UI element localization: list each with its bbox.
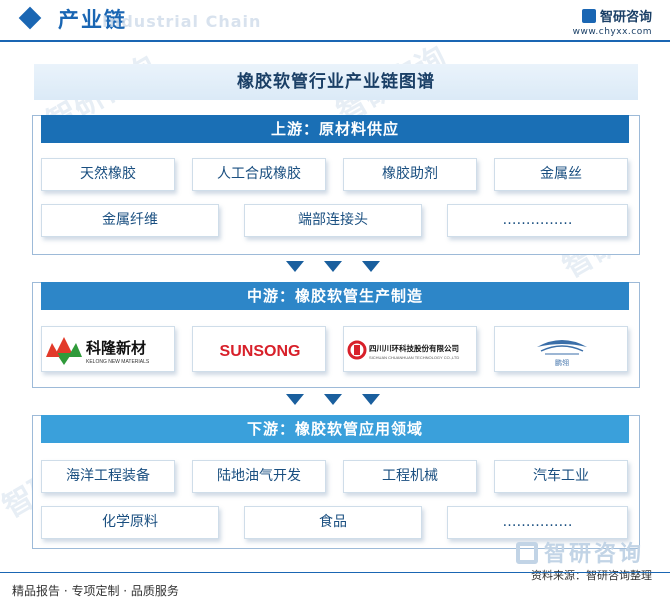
arrow-down-icon — [286, 261, 304, 272]
pengling-emblem-icon — [537, 340, 587, 355]
arrow-down-icon — [362, 261, 380, 272]
chuanhuan-sub: SICHUAN CHUANHUAN TECHNOLOGY CO.,LTD — [369, 355, 459, 360]
header-divider — [0, 40, 670, 42]
arrow-down-icon — [324, 261, 342, 272]
diamond-icon — [18, 6, 42, 30]
upstream-section: 上游：原材料供应 天然橡胶 人工合成橡胶 橡胶助剂 金属丝 金属纤维 端部连接头… — [32, 115, 640, 255]
chuanhuan-emblem-icon — [347, 340, 367, 360]
footer-tagline: 精品报告 · 专项定制 · 品质服务 — [12, 584, 179, 598]
diagram-title: 橡胶软管行业产业链图谱 — [34, 64, 638, 100]
source-note: 资料来源：智研咨询整理 — [531, 569, 652, 582]
kelong-emblem-icon — [46, 337, 82, 365]
brand-url: www.chyxx.com — [572, 27, 652, 37]
upstream-item: …………… — [447, 204, 628, 237]
downstream-item: 化学原料 — [41, 506, 219, 539]
flow-arrows — [286, 261, 386, 275]
upstream-item: 天然橡胶 — [41, 158, 175, 191]
upstream-item: 人工合成橡胶 — [192, 158, 326, 191]
downstream-item: …………… — [447, 506, 628, 539]
brand-mark-icon — [581, 9, 596, 23]
pengling-name: 鹏翎 — [555, 358, 569, 367]
brand-watermark-text: 智研咨询 — [543, 542, 644, 567]
downstream-item: 食品 — [244, 506, 422, 539]
downstream-item: 陆地油气开发 — [192, 460, 326, 493]
company-logo-sunsong: SUNSONG — [192, 326, 326, 372]
page-subtitle-en: Industrial Chain — [102, 12, 262, 31]
company-logo-pengling: 鹏翎 — [494, 326, 628, 372]
arrow-down-icon — [286, 394, 304, 405]
kelong-sub: KELONG NEW MATERIALS — [86, 359, 150, 365]
upstream-item: 金属纤维 — [41, 204, 219, 237]
midstream-header: 中游：橡胶软管生产制造 — [41, 282, 629, 310]
kelong-name: 科隆新材 — [86, 339, 146, 357]
page-footer: 资料来源：智研咨询整理 精品报告 · 专项定制 · 品质服务 — [0, 566, 670, 602]
upstream-item: 金属丝 — [494, 158, 628, 191]
arrow-down-icon — [324, 394, 342, 405]
chuanhuan-name: 四川川环科技股份有限公司 — [369, 343, 459, 353]
brand-watermark: 智研咨询 — [515, 536, 644, 568]
flow-arrows — [286, 394, 386, 408]
company-logo-kelong: 科隆新材 KELONG NEW MATERIALS — [41, 326, 175, 372]
brand-name: 智研咨询 — [599, 10, 652, 25]
brand-mark-icon — [515, 542, 538, 564]
brand-logo: 智研咨询 www.chyxx.com — [573, 6, 652, 37]
footer-divider — [0, 572, 670, 573]
upstream-item: 端部连接头 — [244, 204, 422, 237]
downstream-section: 下游：橡胶软管应用领域 海洋工程装备 陆地油气开发 工程机械 汽车工业 化学原料… — [32, 415, 640, 549]
downstream-item: 汽车工业 — [494, 460, 628, 493]
sunsong-name: SUNSONG — [220, 343, 301, 360]
upstream-item: 橡胶助剂 — [343, 158, 477, 191]
downstream-header: 下游：橡胶软管应用领域 — [41, 415, 629, 443]
upstream-header: 上游：原材料供应 — [41, 115, 629, 143]
downstream-item: 工程机械 — [343, 460, 477, 493]
downstream-item: 海洋工程装备 — [41, 460, 175, 493]
midstream-section: 中游：橡胶软管生产制造 科隆新材 KELONG NEW MATERIALS SU… — [32, 282, 640, 388]
arrow-down-icon — [362, 394, 380, 405]
page-header: 产业链 Industrial Chain 智研咨询 www.chyxx.com — [0, 0, 670, 46]
page-title: 产业链 — [58, 8, 127, 32]
company-logo-chuanhuan: 四川川环科技股份有限公司 SICHUAN CHUANHUAN TECHNOLOG… — [343, 326, 477, 372]
